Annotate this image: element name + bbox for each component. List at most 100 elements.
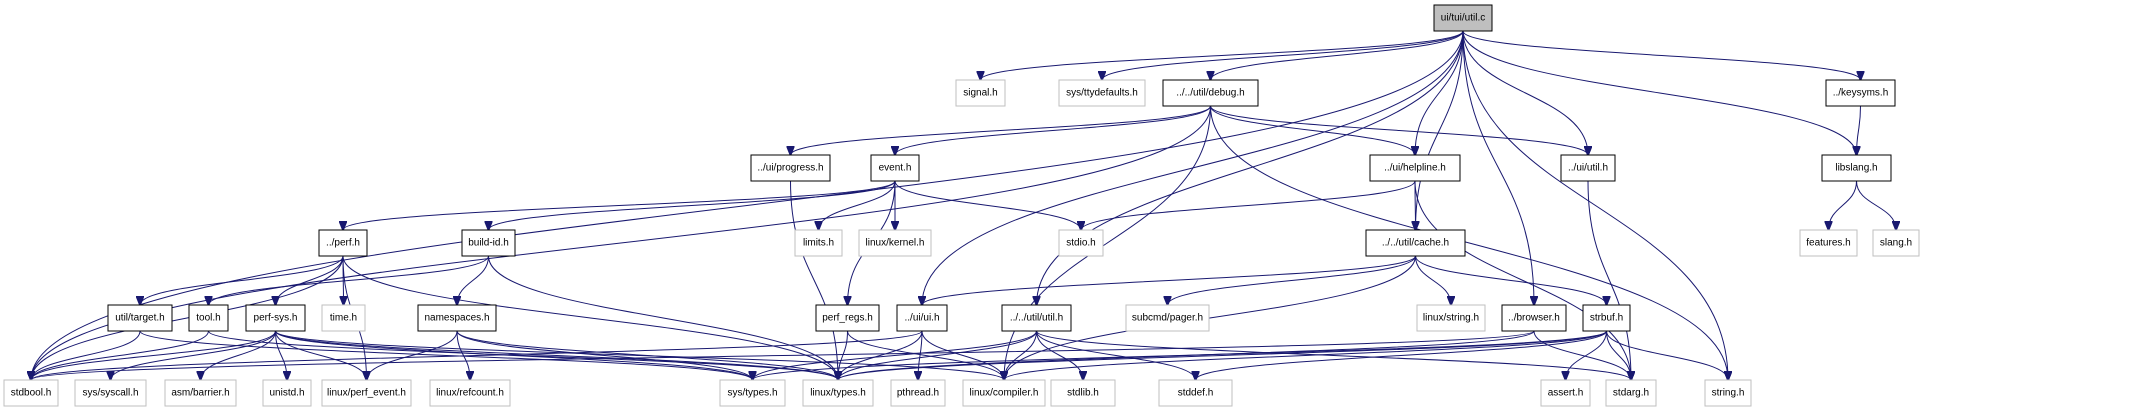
node-uiui[interactable]: ../ui/ui.h [896,304,948,332]
node-stdbool: stdbool.h [3,379,59,407]
node-label: sys/ttydefaults.h [1066,88,1138,99]
node-box [245,304,306,332]
node-linuxtypes: linux/types.h [802,379,874,407]
node-box [429,379,511,407]
edge-helpline-to-stdio [1081,180,1416,230]
node-label: signal.h [963,88,997,99]
edge-perfsys-to-linuxtypes [275,330,839,380]
node-libslang[interactable]: libslang.h [1821,154,1892,182]
node-event[interactable]: event.h [870,154,920,182]
node-debug[interactable]: ../../util/debug.h [1162,79,1259,107]
edge-perfsys-to-syscall [111,330,276,380]
node-uiutil[interactable]: ../ui/util.h [1560,154,1616,182]
edge-buildid-to-namespaces [457,255,489,305]
node-label: util/target.h [115,313,164,324]
node-namespaces[interactable]: namespaces.h [417,304,497,332]
node-label: build-id.h [468,238,509,249]
node-time: time.h [321,304,366,332]
node-keysyms[interactable]: ../keysyms.h [1825,79,1896,107]
edge-event-to-limits [819,180,896,230]
node-util_c[interactable]: ui/tui/util.c [1433,4,1493,32]
edge-debug-to-string [1210,105,1729,380]
node-label: linux/perf_event.h [327,388,406,399]
edge-event-to-perf [343,180,896,230]
edge-browser-to-stdbool [31,330,1535,380]
node-label: linux/compiler.h [970,388,1039,399]
edge-utilutil-to-compiler [1004,330,1037,380]
node-syscall: sys/syscall.h [74,379,147,407]
edge-cache-to-pager [1168,255,1416,305]
edge-libslang-to-features [1829,180,1857,230]
node-label: tool.h [196,313,220,324]
node-box [262,379,312,407]
node-perfevent: linux/perf_event.h [321,379,412,407]
node-utilutil[interactable]: ../../util/util.h [1001,304,1072,332]
edge-target-to-systypes [139,330,753,380]
node-label: stddef.h [1178,388,1214,399]
edge-namespaces-to-linuxtypes [456,330,838,380]
edge-utilutil-to-systypes [753,330,1037,380]
edge-strbuf-to-linuxtypes [838,330,1607,380]
edge-util_c-to-helpline [1415,30,1464,155]
node-label: ui/tui/util.c [1441,13,1485,24]
node-box [1058,79,1146,107]
edge-tool-to-stdbool [31,330,209,380]
node-box [1058,229,1104,257]
node-label: slang.h [1880,238,1912,249]
edge-strbuf-to-string [1606,330,1729,380]
edge-perfsys-to-unistd [275,330,288,380]
node-box [955,79,1006,107]
node-browser[interactable]: ../browser.h [1501,304,1567,332]
edge-namespaces-to-systypes [456,330,753,380]
node-perf[interactable]: ../perf.h [318,229,368,257]
node-pthread: pthread.h [890,379,946,407]
edge-buildid-to-linuxtypes [488,255,839,380]
node-kernel: linux/kernel.h [858,229,932,257]
edge-helpline-to-stdarg [1414,180,1631,380]
node-label: unistd.h [269,388,304,399]
node-box [794,229,843,257]
node-tool[interactable]: tool.h [188,304,229,332]
node-progress[interactable]: ../ui/progress.h [750,154,831,182]
node-helpline[interactable]: ../ui/helpline.h [1369,154,1461,182]
node-stdlib: stdlib.h [1050,379,1116,407]
node-box [719,379,786,407]
node-cache[interactable]: ../../util/cache.h [1365,229,1466,257]
node-box [896,304,948,332]
node-box [962,379,1046,407]
node-box [1799,229,1858,257]
node-refcount: linux/refcount.h [429,379,511,407]
edge-util_c-to-signal [981,30,1464,80]
edge-perfregs-to-compiler [847,330,1005,380]
node-label: features.h [1806,238,1850,249]
node-buildid[interactable]: build-id.h [461,229,516,257]
edge-perfsys-to-systypes [275,330,753,380]
node-label: perf-sys.h [254,313,298,324]
node-box [417,304,497,332]
edge-perf-to-perfsys [276,255,344,305]
edge-util_c-to-string [1462,30,1728,380]
edge-uiui-to-linuxtypes [838,330,923,380]
node-limits: limits.h [794,229,843,257]
edge-strbuf-to-compiler [1004,330,1607,380]
node-label: subcmd/pager.h [1132,313,1203,324]
node-systypes: sys/types.h [719,379,786,407]
node-box [461,229,516,257]
node-box [1158,379,1233,407]
node-target[interactable]: util/target.h [107,304,173,332]
node-box [1125,304,1210,332]
node-strbuf[interactable]: strbuf.h [1582,304,1631,332]
edge-debug-to-helpline [1210,105,1416,155]
node-stddef: stddef.h [1158,379,1233,407]
node-box [1416,304,1486,332]
edge-cache-to-strbuf [1415,255,1607,305]
node-perfregs[interactable]: perf_regs.h [815,304,880,332]
node-perfsys[interactable]: perf-sys.h [245,304,306,332]
node-label: assert.h [1548,388,1584,399]
node-slang: slang.h [1872,229,1920,257]
node-label: linux/refcount.h [436,388,504,399]
edge-event-to-stdio [894,180,1081,230]
node-label: ../../util/util.h [1010,313,1063,324]
edge-debug-to-progress [791,105,1211,155]
edge-perfsys-to-stdbool [31,330,276,380]
